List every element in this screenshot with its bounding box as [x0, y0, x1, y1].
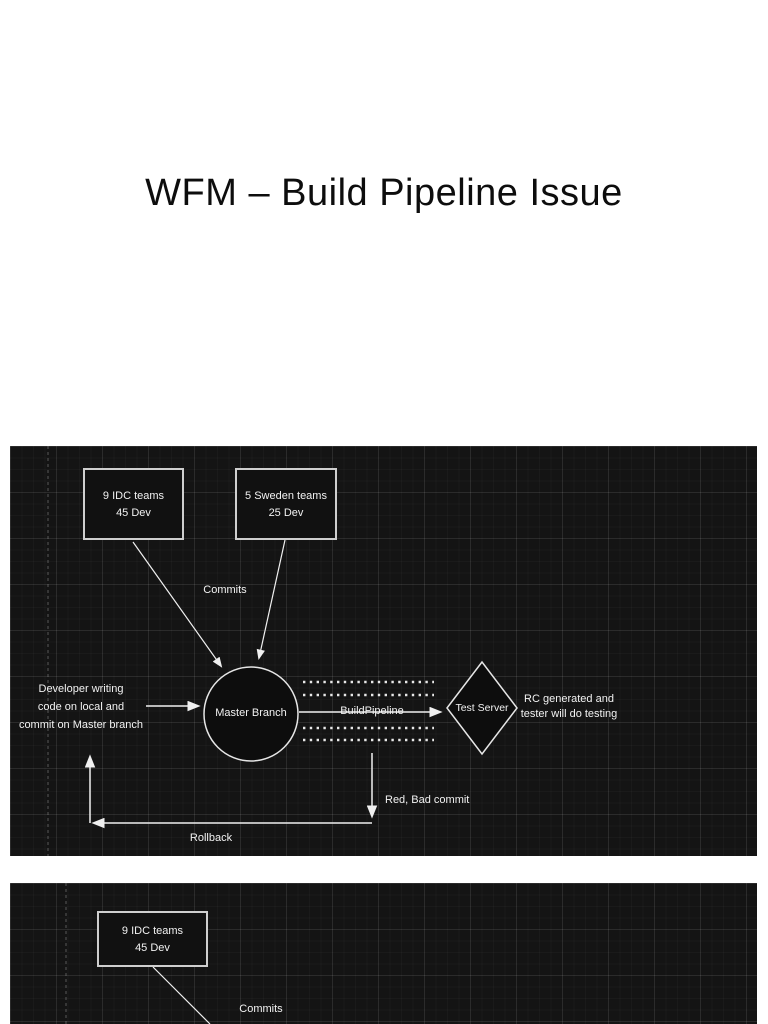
team-box-sweden: 5 Sweden teams 25 Dev	[235, 468, 337, 540]
red-bad-commit-label: Red, Bad commit	[385, 794, 470, 806]
master-branch-circle	[203, 666, 299, 762]
developer-note-line2: code on local and	[37, 701, 125, 713]
diagram-panel-1: 9 IDC teams 45 Dev 5 Sweden teams 25 Dev…	[10, 446, 757, 856]
commit-line-2	[152, 966, 211, 1024]
commit-arrow-sweden	[256, 539, 286, 661]
commits-label-2: Commits	[239, 1003, 283, 1015]
team-box-sweden-line1: 5 Sweden teams	[245, 489, 327, 502]
pipeline-diagram-2-svg	[65, 883, 211, 1024]
build-pipeline-label: BuildPipeline	[340, 705, 404, 717]
team-box-idc-line1: 9 IDC teams	[102, 489, 165, 502]
rc-note: RC generated and tester will do testing	[515, 692, 623, 722]
team-box-idc-line2: 45 Dev	[116, 506, 151, 519]
team-box-idc-2-line1: 9 IDC teams	[121, 924, 184, 937]
team-box-idc: 9 IDC teams 45 Dev	[83, 468, 184, 540]
diagram-panel-2: 9 IDC teams 45 Dev Commits	[10, 883, 757, 1024]
team-box-idc-2-line2: 45 Dev	[135, 941, 170, 954]
commits-label: Commits	[203, 584, 247, 596]
master-branch-label: Master Branch	[215, 707, 287, 719]
developer-note: Developer writing code on local and comm…	[14, 680, 148, 734]
rollback-label: Rollback	[189, 832, 233, 844]
team-box-sweden-line2: 25 Dev	[268, 506, 304, 519]
test-server-label: Test Server	[455, 702, 509, 714]
pipeline-diagram-svg	[47, 446, 518, 856]
slide-title: WFM – Build Pipeline Issue	[145, 172, 623, 214]
rc-note-line1: RC generated and	[524, 693, 614, 705]
test-server-diamond	[446, 660, 518, 756]
commit-arrow-idc	[132, 541, 223, 668]
developer-note-line3: commit on Master branch	[18, 719, 144, 731]
developer-note-line1: Developer writing	[38, 683, 124, 695]
team-box-idc-2: 9 IDC teams 45 Dev	[97, 911, 208, 967]
rc-note-line2: tester will do testing	[520, 708, 618, 720]
